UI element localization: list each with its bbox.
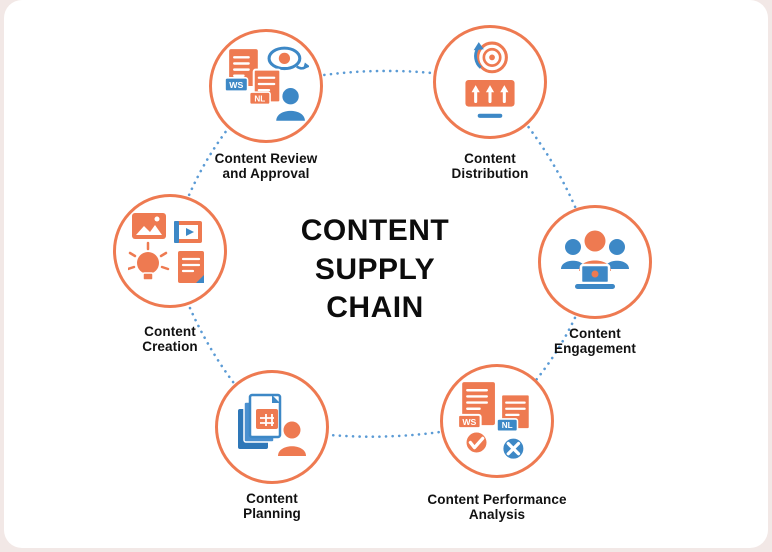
underline-bar (477, 113, 503, 118)
creation-icon (128, 213, 204, 283)
ws-tag-text: WS (229, 80, 243, 90)
label-line1: Content (569, 326, 621, 341)
node-circle: WS NL (209, 29, 323, 143)
engagement-icon (561, 230, 629, 289)
label-content-distribution: Content Distribution (395, 151, 585, 181)
label-line2: Analysis (468, 507, 526, 523)
person-icon (276, 88, 305, 121)
target-arrow-icon (473, 41, 508, 74)
nl-tag-text: NL (254, 94, 265, 103)
check-circle-icon (463, 429, 490, 456)
document-ws-icon: WS (224, 49, 258, 92)
performance-analysis-icon: WS NL (457, 382, 531, 462)
laptop-icon (575, 263, 615, 289)
node-circle (215, 370, 329, 484)
node-content-performance-analysis: WS NL (440, 364, 554, 478)
label-line1: Content (144, 324, 196, 339)
node-circle (113, 194, 227, 308)
label-content-engagement: Content Engagement (500, 326, 690, 356)
label-line1: Content Review (214, 151, 318, 166)
label-content-creation: Content Creation (75, 324, 265, 354)
label-content-review-approval: Content Review and Approval (171, 151, 361, 181)
node-content-planning (215, 370, 329, 484)
video-icon (174, 221, 202, 243)
node-content-engagement (538, 205, 652, 319)
x-circle-icon (500, 436, 526, 462)
upload-box-icon (465, 79, 515, 107)
ws-tag-text: WS (462, 417, 476, 427)
diagram-title-line2: SUPPLY (314, 252, 436, 286)
distribution-icon (465, 41, 515, 118)
person-icon (278, 421, 306, 456)
node-circle (538, 205, 652, 319)
label-line2: Distribution (451, 166, 529, 182)
document-icon (178, 251, 204, 283)
label-content-performance-analysis: Content Performance Analysis (402, 492, 592, 522)
diagram-title: CONTENT SUPPLY CHAIN (275, 210, 475, 330)
nl-tag-text: NL (502, 421, 513, 430)
planning-icon (238, 393, 306, 456)
label-line1: Content (246, 491, 298, 506)
review-approval-icon: WS NL (224, 46, 309, 121)
label-line2: Creation (142, 339, 198, 355)
label-line2: and Approval (222, 166, 310, 182)
diagram-title-line3: CHAIN (326, 291, 424, 324)
label-line1: Content (464, 151, 516, 166)
label-line2: Planning (243, 506, 301, 522)
node-circle: WS NL (440, 364, 554, 478)
image-icon (132, 213, 166, 239)
document-nl-icon: NL (496, 393, 531, 433)
document-nl-icon: NL (248, 68, 282, 106)
node-content-distribution (433, 25, 547, 139)
label-content-planning: Content Planning (177, 491, 367, 521)
diagram-title-line1: CONTENT (300, 214, 450, 247)
eye-review-icon (267, 46, 309, 71)
calendar-icon (256, 409, 278, 429)
node-circle (433, 25, 547, 139)
node-content-review-approval: WS NL (209, 29, 323, 143)
lightbulb-icon (128, 241, 170, 281)
label-line1: Content Performance (427, 492, 567, 507)
document-ws-icon: WS (457, 382, 495, 430)
node-content-creation (113, 194, 227, 308)
label-line2: Engagement (553, 341, 636, 357)
